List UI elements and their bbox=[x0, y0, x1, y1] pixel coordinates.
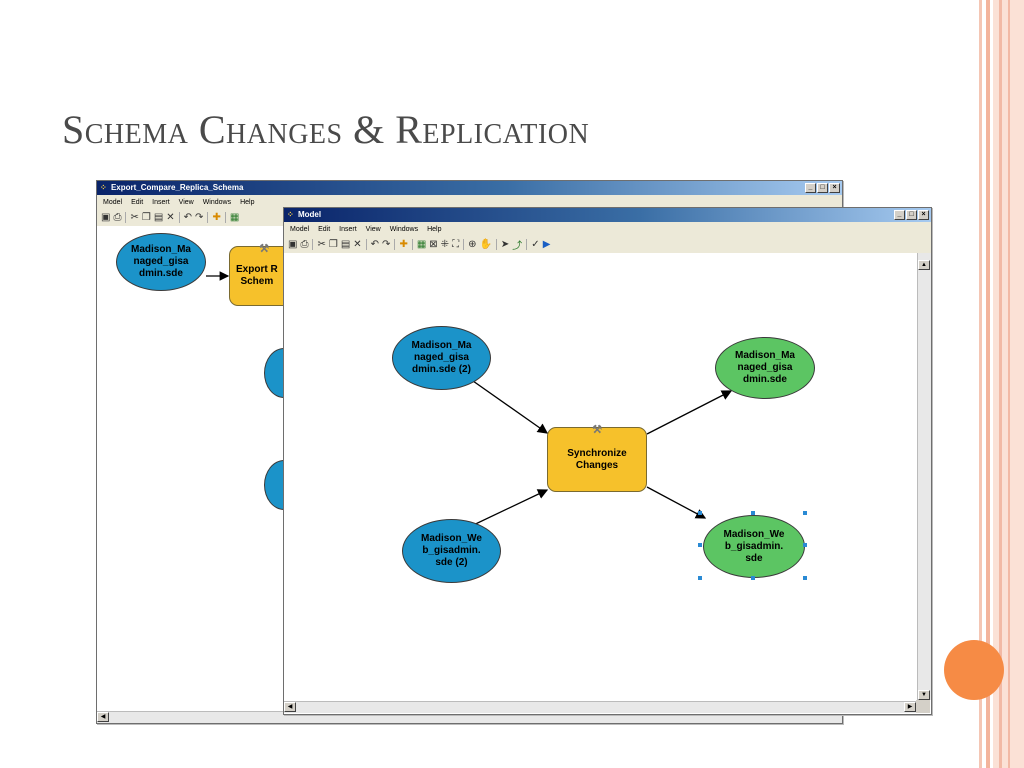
validate-icon[interactable]: ✓ bbox=[531, 239, 540, 250]
save-icon[interactable]: ▣ bbox=[101, 212, 111, 223]
selection-handle[interactable] bbox=[698, 543, 702, 547]
selection-handle[interactable] bbox=[751, 576, 755, 580]
node-input-managed[interactable]: Madison_Ma naged_gisa dmin.sde bbox=[116, 233, 206, 291]
slide-title: Schema Changes & Replication bbox=[62, 107, 590, 152]
scroll-up-arrow[interactable]: ▲ bbox=[918, 260, 930, 270]
scroll-left-arrow[interactable]: ◀ bbox=[97, 712, 109, 722]
selection-handle[interactable] bbox=[803, 543, 807, 547]
menu-help[interactable]: Help bbox=[427, 225, 442, 233]
auto-layout-icon[interactable]: ▦ bbox=[416, 239, 427, 250]
selection-handle[interactable] bbox=[803, 576, 807, 580]
front-connectors bbox=[464, 380, 733, 530]
select-arrow-icon[interactable]: ➤ bbox=[500, 239, 510, 250]
minimize-button[interactable]: _ bbox=[805, 183, 816, 193]
scroll-down-arrow[interactable]: ▼ bbox=[918, 690, 930, 700]
decor-stripe bbox=[979, 0, 982, 768]
menu-view[interactable]: View bbox=[365, 225, 381, 233]
copy-icon[interactable]: ❐ bbox=[141, 212, 151, 223]
paste-icon[interactable]: ▤ bbox=[340, 239, 351, 250]
pan-icon[interactable]: ✋ bbox=[479, 239, 492, 250]
connector bbox=[646, 486, 707, 519]
print-icon[interactable]: ⎙ bbox=[300, 239, 309, 250]
menu-insert[interactable]: Insert bbox=[152, 198, 170, 206]
print-icon[interactable]: ⎙ bbox=[113, 212, 122, 223]
node-export-tool-label: Export R Schem bbox=[236, 264, 278, 287]
menu-help[interactable]: Help bbox=[240, 198, 255, 206]
connect-icon[interactable]: ⤴ bbox=[512, 241, 523, 252]
close-button[interactable]: × bbox=[829, 183, 840, 193]
back-connectors bbox=[206, 271, 230, 281]
front-window-title: Model bbox=[297, 210, 322, 219]
paste-icon[interactable]: ▤ bbox=[153, 212, 164, 223]
connector bbox=[646, 390, 733, 435]
node-output-managed[interactable]: Madison_Ma naged_gisa dmin.sde bbox=[715, 337, 815, 399]
selection-handle[interactable] bbox=[698, 511, 702, 515]
decor-stripe bbox=[999, 0, 1002, 768]
resize-grip[interactable] bbox=[916, 700, 930, 713]
front-window-toolbar: ▣ ⎙ ✂ ❐ ▤ ✕ ↶ ↷ ✚ ▦ ⊠ ⁜ ⛶ ⊕ ✋ ➤ ⤴ ✓ ▶ bbox=[284, 236, 931, 253]
accent-circle bbox=[944, 640, 1004, 700]
scroll-right-arrow[interactable]: ▶ bbox=[904, 702, 916, 712]
close-button[interactable]: × bbox=[918, 210, 929, 220]
front-window[interactable]: ⁘ Model _ □ × Model Edit Insert View Win… bbox=[283, 207, 932, 715]
connector bbox=[464, 489, 549, 530]
undo-icon[interactable]: ↶ bbox=[370, 239, 380, 250]
connector bbox=[472, 380, 549, 434]
delete-icon[interactable]: ✕ bbox=[166, 212, 175, 223]
delete-icon[interactable]: ✕ bbox=[353, 239, 362, 250]
menu-edit[interactable]: Edit bbox=[318, 225, 331, 233]
hammer-icon: ⚒ bbox=[259, 243, 269, 255]
selection-handle[interactable] bbox=[751, 511, 755, 515]
node-input-web[interactable]: Madison_We b_gisadmin. sde (2) bbox=[402, 519, 501, 583]
node-synchronize-tool[interactable]: ⚒ Synchronize Changes bbox=[547, 424, 647, 492]
back-window-titlebar[interactable]: ⁘ Export_Compare_Replica_Schema _ □ × bbox=[97, 181, 842, 195]
save-icon[interactable]: ▣ bbox=[288, 239, 298, 250]
menu-windows[interactable]: Windows bbox=[202, 198, 232, 206]
maximize-button[interactable]: □ bbox=[906, 210, 917, 220]
node-synchronize-tool-label: Synchronize Changes bbox=[567, 447, 627, 471]
menu-model[interactable]: Model bbox=[290, 225, 310, 233]
cut-icon[interactable]: ✂ bbox=[317, 239, 326, 250]
back-window-menubar: Model Edit Insert View Windows Help bbox=[97, 195, 842, 209]
front-window-hscroll[interactable]: ◀ ▶ bbox=[284, 701, 916, 713]
menu-view[interactable]: View bbox=[178, 198, 194, 206]
scroll-left-arrow[interactable]: ◀ bbox=[284, 702, 296, 712]
menu-windows[interactable]: Windows bbox=[389, 225, 419, 233]
front-window-titlebar[interactable]: ⁘ Model _ □ × bbox=[284, 208, 931, 222]
node-input-managed[interactable]: Madison_Ma naged_gisa dmin.sde (2) bbox=[392, 326, 491, 390]
add-data-icon[interactable]: ✚ bbox=[212, 212, 221, 223]
undo-icon[interactable]: ↶ bbox=[183, 212, 193, 223]
front-window-canvas[interactable]: Madison_Ma naged_gisa dmin.sde (2) Madis… bbox=[285, 253, 916, 700]
front-window-vscroll[interactable]: ▲ ▼ bbox=[917, 253, 931, 700]
selection-handle[interactable] bbox=[698, 576, 702, 580]
minimize-button[interactable]: _ bbox=[894, 210, 905, 220]
full-extent-icon[interactable]: ⊠ bbox=[429, 239, 438, 250]
front-window-menubar: Model Edit Insert View Windows Help bbox=[284, 222, 931, 236]
menu-insert[interactable]: Insert bbox=[339, 225, 357, 233]
decor-stripe bbox=[986, 0, 990, 768]
model-icon: ⁘ bbox=[287, 210, 294, 219]
run-icon[interactable]: ▶ bbox=[542, 239, 551, 250]
maximize-button[interactable]: □ bbox=[817, 183, 828, 193]
model-icon: ⁘ bbox=[100, 183, 107, 192]
copy-icon[interactable]: ❐ bbox=[328, 239, 338, 250]
zoom-in-icon[interactable]: ⊕ bbox=[468, 239, 477, 250]
redo-icon[interactable]: ↷ bbox=[382, 239, 391, 250]
decor-stripe bbox=[1008, 0, 1010, 768]
fixed-zoom-in-icon[interactable]: ⁜ bbox=[440, 239, 450, 250]
hammer-icon: ⚒ bbox=[592, 424, 602, 436]
selection-handle[interactable] bbox=[803, 511, 807, 515]
add-data-icon[interactable]: ✚ bbox=[399, 239, 408, 250]
redo-icon[interactable]: ↷ bbox=[195, 212, 204, 223]
fixed-zoom-out-icon[interactable]: ⛶ bbox=[452, 239, 460, 250]
menu-edit[interactable]: Edit bbox=[131, 198, 144, 206]
node-output-web[interactable]: Madison_We b_gisadmin. sde bbox=[703, 515, 805, 578]
auto-layout-icon[interactable]: ▦ bbox=[229, 212, 240, 223]
menu-model[interactable]: Model bbox=[103, 198, 123, 206]
back-window-title: Export_Compare_Replica_Schema bbox=[110, 183, 244, 192]
cut-icon[interactable]: ✂ bbox=[130, 212, 139, 223]
